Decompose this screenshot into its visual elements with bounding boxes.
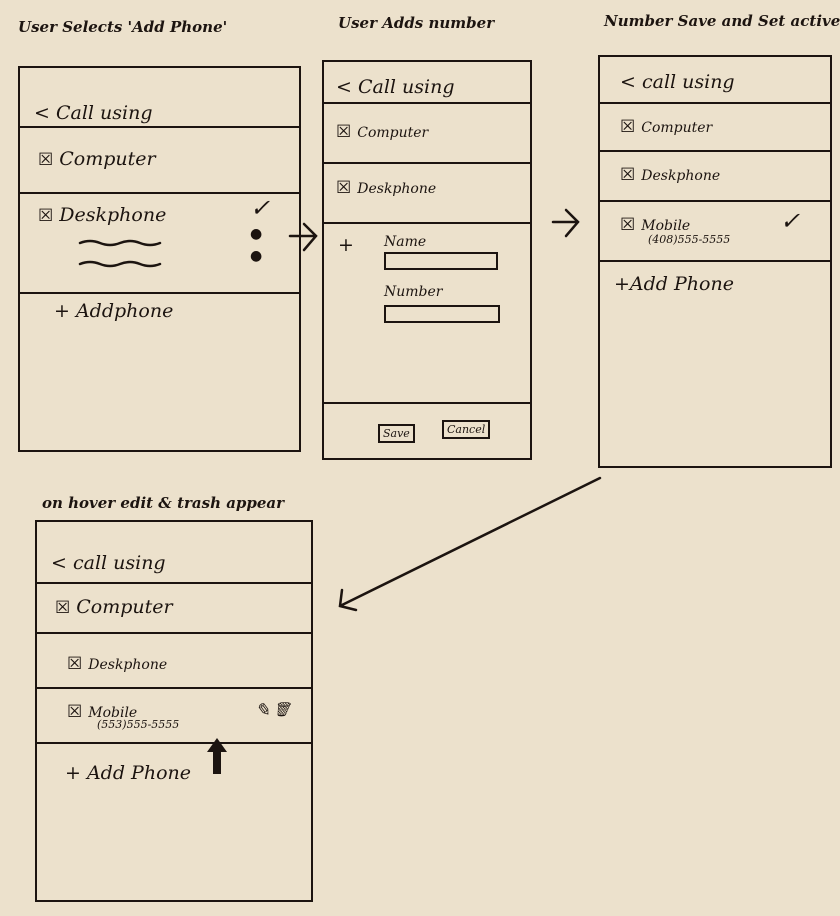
- arrow-step1-to-step2: [288, 222, 318, 252]
- option-label: Deskphone: [357, 181, 437, 197]
- checkbox-icon: ☒: [38, 206, 54, 226]
- header-label: call using: [641, 71, 735, 93]
- checkbox-icon: ☒: [620, 215, 636, 235]
- option-label: Deskphone: [59, 204, 167, 226]
- save-button[interactable]: Save: [378, 424, 415, 443]
- option-label: Mobile: [88, 705, 138, 721]
- step1-title: User Selects 'Add Phone': [18, 18, 228, 36]
- step2-title: User Adds number: [338, 14, 495, 32]
- row-divider: [600, 102, 830, 152]
- row-divider: [37, 687, 311, 744]
- squiggle-line-2: [78, 260, 162, 268]
- plus-icon: +: [338, 234, 354, 256]
- step4-title: on hover edit & trash appear: [42, 494, 285, 512]
- back-button[interactable]: < Call using: [336, 76, 455, 98]
- mobile-number: (553)555-5555: [97, 718, 180, 731]
- option-computer[interactable]: ☒ Computer: [336, 122, 428, 142]
- cursor-arrow-icon: [207, 738, 227, 774]
- checkbox-icon: ☒: [67, 702, 83, 722]
- arrow-step2-to-step3: [551, 208, 580, 238]
- name-label: Name: [384, 234, 427, 250]
- header-label: Call using: [55, 102, 153, 124]
- option-deskphone[interactable]: ☒ Deskphone: [336, 178, 436, 198]
- cancel-button[interactable]: Cancel: [442, 420, 491, 439]
- row-divider: [20, 126, 299, 194]
- row-divider: [37, 632, 311, 689]
- option-deskphone[interactable]: ☒ Deskphone: [620, 165, 720, 185]
- back-icon: <: [336, 76, 352, 98]
- header-label: call using: [72, 552, 166, 574]
- option-label: Deskphone: [641, 168, 721, 184]
- back-button[interactable]: < call using: [51, 552, 166, 574]
- option-label: Computer: [59, 148, 156, 170]
- row-divider: [600, 150, 830, 202]
- header-label: Call using: [357, 76, 455, 98]
- option-label: Computer: [76, 596, 173, 618]
- row-divider: [37, 582, 311, 634]
- option-label: Computer: [357, 125, 429, 141]
- header-row: [37, 522, 311, 584]
- header-row: [324, 62, 530, 104]
- checkbox-icon: ☒: [620, 165, 636, 185]
- option-deskphone[interactable]: ☒Deskphone: [38, 204, 166, 226]
- option-label: Deskphone: [88, 657, 168, 673]
- header-row: [600, 57, 830, 104]
- toggle-icon[interactable]: ●: [250, 248, 263, 264]
- add-phone-button[interactable]: + Add Phone: [65, 762, 191, 784]
- wireframe-step2: < Call using ☒ Computer ☒ Deskphone + Name…: [322, 60, 532, 460]
- option-mobile[interactable]: ☒ Mobile: [67, 702, 137, 722]
- wireframe-step3: < call using ☒ Computer ☒ Deskphone ☒ Mobil…: [598, 55, 832, 468]
- option-computer[interactable]: ☒ Computer: [620, 117, 712, 137]
- step3-title: Number Save and Set active: [604, 12, 840, 30]
- row-divider: [324, 222, 530, 404]
- option-label: Computer: [641, 120, 713, 136]
- number-label: Number: [384, 284, 443, 300]
- checkbox-icon: ☒: [336, 122, 352, 142]
- number-input[interactable]: [384, 305, 500, 323]
- squiggle-line-1: [78, 239, 162, 247]
- option-deskphone[interactable]: ☒ Deskphone: [67, 654, 167, 674]
- back-icon: <: [51, 552, 67, 574]
- mobile-number: (408)555-5555: [648, 233, 731, 246]
- option-mobile[interactable]: ☒ Mobile: [620, 215, 690, 235]
- add-phone-button[interactable]: + Addphone: [54, 300, 174, 322]
- option-computer[interactable]: ☒Computer: [55, 596, 173, 618]
- toggle-icon[interactable]: ●: [250, 226, 263, 242]
- checkbox-icon: ☒: [336, 178, 352, 198]
- checkbox-icon: ☒: [620, 117, 636, 137]
- checkbox-icon: ☒: [38, 150, 54, 170]
- back-icon: <: [620, 71, 636, 93]
- back-button[interactable]: < call using: [620, 71, 735, 93]
- row-divider: [324, 102, 530, 164]
- row-divider: [324, 162, 530, 224]
- check-icon: ✓: [780, 207, 801, 235]
- pencil-icon[interactable]: ✎: [255, 700, 271, 721]
- wireframe-step1: < Call using ☒Computer ☒Deskphone ✓ ● ● …: [18, 66, 301, 452]
- header-row: [20, 68, 299, 128]
- row-divider: [600, 200, 830, 262]
- back-icon: <: [34, 102, 50, 124]
- option-computer[interactable]: ☒Computer: [38, 148, 156, 170]
- row-divider: [20, 192, 299, 294]
- trash-icon[interactable]: 🗑: [273, 702, 291, 718]
- check-icon: ✓: [250, 194, 271, 222]
- name-input[interactable]: [384, 252, 498, 270]
- back-button[interactable]: < Call using: [34, 102, 153, 124]
- arrow-step3-to-step4: [338, 476, 602, 612]
- add-phone-button[interactable]: +Add Phone: [614, 273, 734, 295]
- checkbox-icon: ☒: [55, 598, 71, 618]
- checkbox-icon: ☒: [67, 654, 83, 674]
- option-label: Mobile: [641, 218, 691, 234]
- wireframe-step4: < call using ☒Computer ☒Deskphone ☒Mobil…: [35, 520, 313, 902]
